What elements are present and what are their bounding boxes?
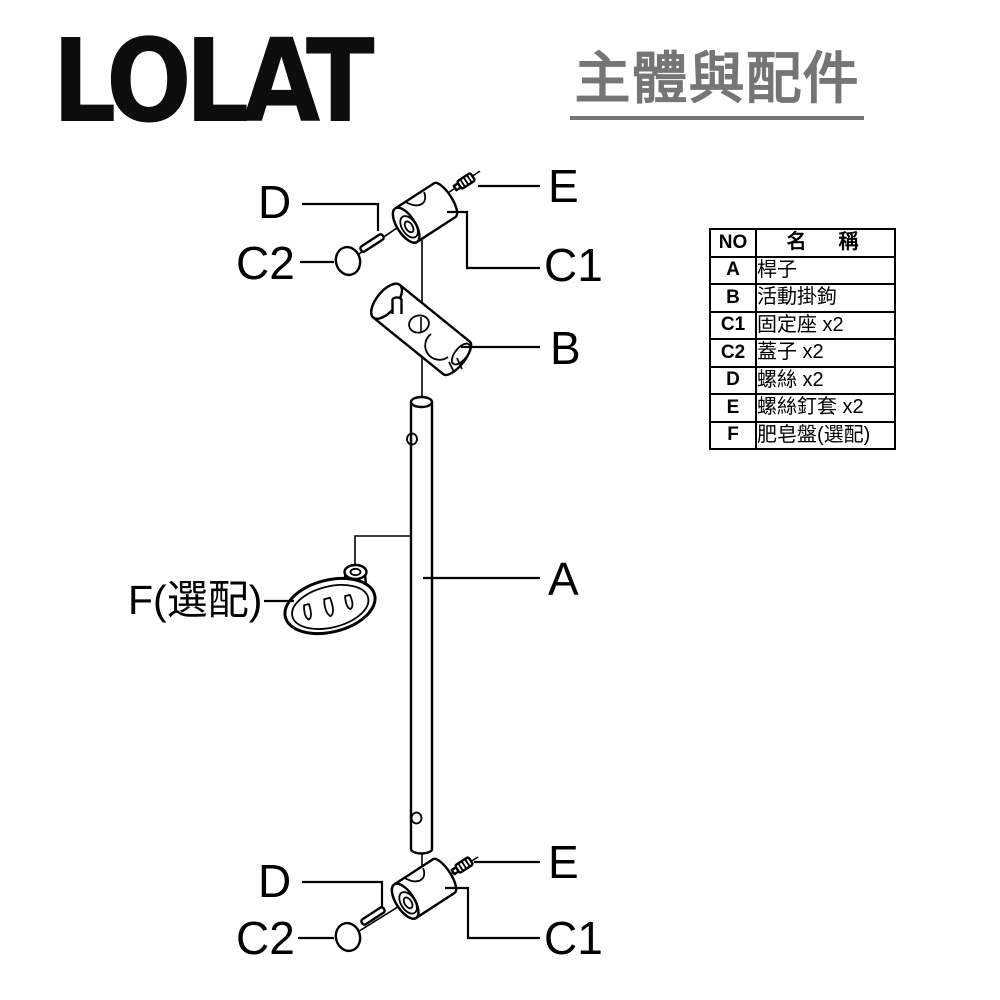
part-c1-mount-bottom [385,854,462,925]
label-e-bottom: E [548,836,579,888]
part-no-cell: B [709,283,757,313]
label-c2-bottom: C2 [236,912,295,964]
label-d-top: D [258,176,291,228]
part-name-cell: 活動掛鉤 [755,283,896,313]
table-row: D 螺絲 x2 [709,365,896,395]
part-name-cell: 螺絲 x2 [755,365,896,395]
page-title: 主體與配件 [570,47,864,120]
callout-line-c1-bottom [445,886,540,940]
label-d-bottom: D [258,855,291,907]
soapdish-leader-line [354,535,411,570]
part-c1-mount-top [386,178,463,249]
part-no-cell: C2 [709,338,757,368]
callout-line-d-top [302,202,380,231]
label-f: F(選配) [128,577,262,623]
col-header-name: 名 稱 [755,228,896,258]
part-no-cell: E [709,393,757,423]
parts-table-header-row: NO 名 稱 [709,228,896,258]
label-e-top: E [548,160,579,212]
callout-line-d-bottom [302,880,384,907]
table-row: B 活動掛鉤 [709,283,896,313]
table-row: C1 固定座 x2 [709,310,896,340]
part-a-rod [406,395,434,855]
label-c1-bottom: C1 [544,912,603,964]
part-f-soapdish [283,563,377,636]
label-c2-top: C2 [236,237,295,289]
col-header-no: NO [709,228,757,258]
part-b-hook [370,282,473,377]
part-name-cell: 桿子 [755,255,896,285]
part-name-cell: 螺絲釘套 x2 [755,393,896,423]
table-row: E 螺絲釘套 x2 [709,393,896,423]
callout-line-c1-top [447,210,540,270]
part-name-cell: 固定座 x2 [755,310,896,340]
label-b: B [550,322,581,374]
part-d-screw-top [358,232,386,254]
table-row: C2 蓋子 x2 [709,338,896,368]
part-e-anchor-top [451,171,477,194]
label-c1-top: C1 [544,239,603,291]
table-row: F 肥皂盤(選配) [709,420,896,450]
parts-table: NO 名 稱 A 桿子 B 活動掛鉤 C1 固定座 x2 C2 蓋子 x2 D … [709,228,896,450]
label-a: A [548,553,579,605]
brand-logo: LOLAT [52,15,375,149]
part-name-cell: 蓋子 x2 [755,338,896,368]
part-c2-cap-bottom [331,919,365,955]
part-no-cell: F [709,420,757,450]
part-name-cell: 肥皂盤(選配) [755,420,896,450]
table-row: A 桿子 [709,255,896,285]
part-e-anchor-bottom [449,855,475,878]
part-no-cell: A [709,255,757,285]
part-no-cell: C1 [709,310,757,340]
part-no-cell: D [709,365,757,395]
part-c2-cap-top [331,243,365,279]
